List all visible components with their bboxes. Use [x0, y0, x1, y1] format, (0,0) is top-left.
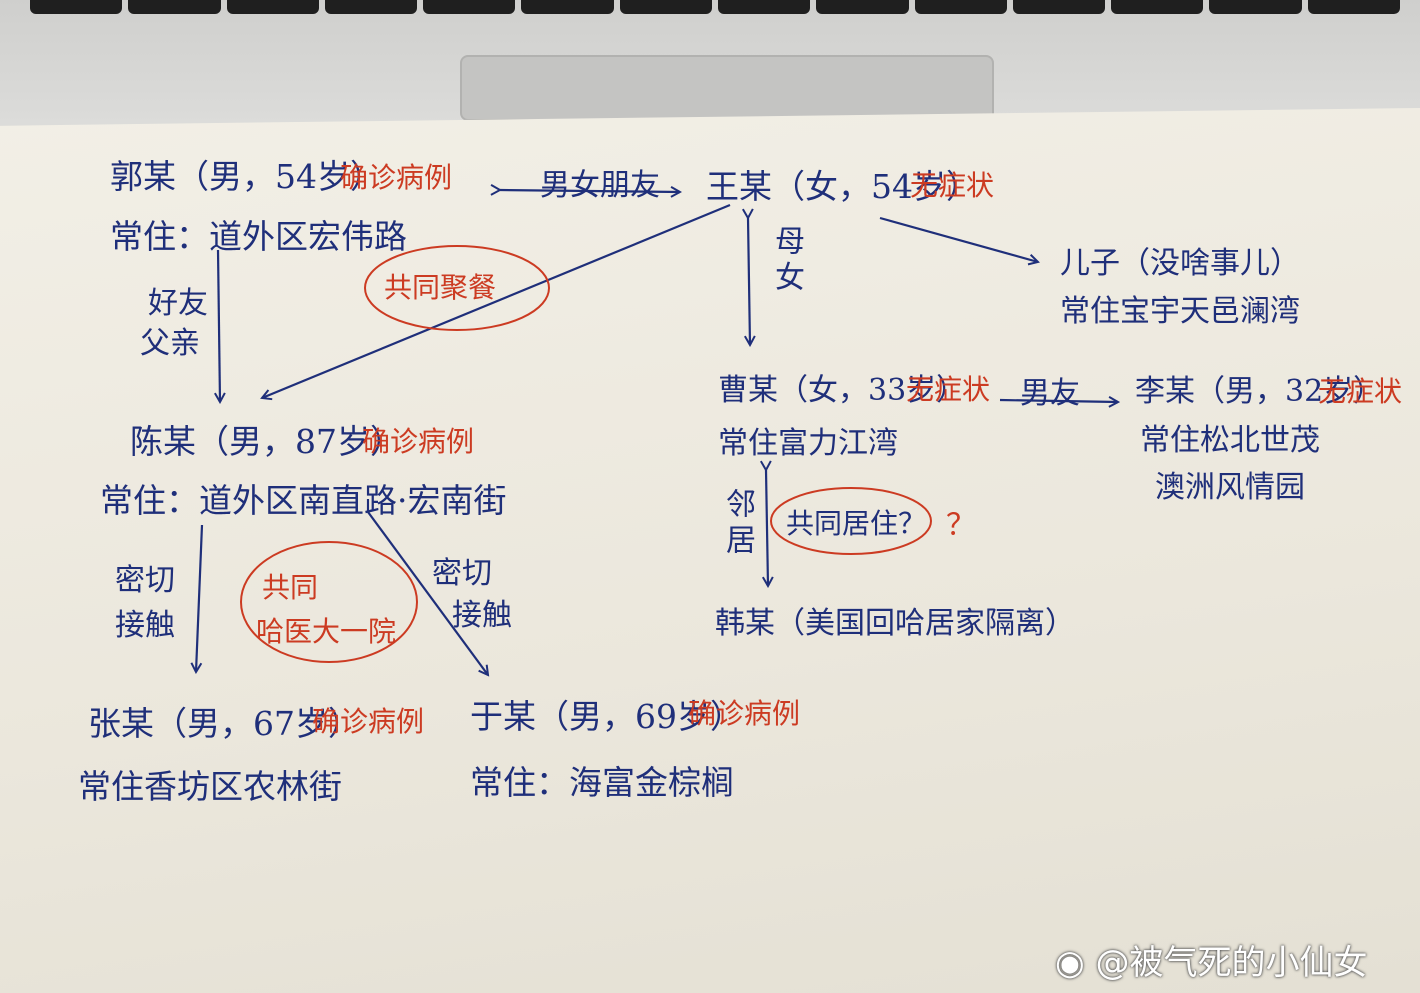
- yu-status: 确诊病例: [688, 697, 801, 730]
- notebook-page: [0, 108, 1420, 993]
- arrow-chen-yu: [367, 511, 488, 675]
- zhang-residence: 常住香坊区农林街: [78, 767, 342, 806]
- arrow-chen-zhang: [196, 524, 204, 672]
- arrow-wang-son: [879, 216, 1038, 262]
- note-hospital-2: 哈医大一院: [256, 615, 397, 648]
- note-hospital-1: 共同: [262, 571, 319, 604]
- relation-chen-zhang-1: 密切: [115, 563, 175, 598]
- wang-status: 无症状: [910, 169, 995, 202]
- keyboard-keys: [30, 0, 1400, 14]
- zhang-status: 确诊病例: [312, 705, 425, 738]
- yu-residence: 常住：海富金棕榈: [470, 763, 734, 802]
- guo-status: 确诊病例: [340, 161, 453, 194]
- cao-residence: 常住富力江湾: [718, 426, 898, 461]
- li-name: 李某（男，32岁）: [1135, 374, 1384, 409]
- li-residence-2: 澳洲风情园: [1155, 470, 1305, 505]
- yu-name: 于某（男，69岁）: [470, 697, 743, 736]
- arrow-guo-wang: [500, 190, 680, 192]
- son-residence: 常住宝宇天邑澜湾: [1060, 294, 1300, 329]
- chen-residence: 常住：道外区南直路·宏南街: [100, 481, 507, 520]
- weibo-watermark: ◉ @被气死的小仙女: [1055, 935, 1367, 984]
- relation-chen-yu-1: 密切: [432, 556, 492, 591]
- cao-status: 无症状: [906, 373, 991, 406]
- zhang-name: 张某（男，67岁）: [88, 704, 361, 743]
- arrow-wang-cao: [748, 218, 750, 345]
- guo-residence: 常住：道外区宏伟路: [110, 217, 407, 256]
- son-name: 儿子（没啥事儿）: [1060, 246, 1300, 281]
- han-name: 韩某（美国回哈居家隔离）: [715, 606, 1075, 641]
- li-status: 无症状: [1318, 375, 1403, 408]
- arrow-cao-li: [999, 400, 1118, 402]
- laptop-background: [0, 0, 1420, 125]
- arrow-guo-chen: [218, 249, 220, 402]
- relation-cao-li: 男友: [1020, 376, 1080, 411]
- relation-wang-cao: 母女: [769, 225, 804, 297]
- weibo-logo-icon: ◉: [1055, 943, 1085, 983]
- relation-guo-chen-1: 好友: [148, 286, 208, 321]
- relation-cao-han: 邻居: [720, 488, 755, 560]
- arrow-wang-chen: [262, 203, 731, 398]
- relation-guo-wang: 男女朋友: [540, 168, 660, 203]
- watermark-text: @被气死的小仙女: [1095, 943, 1368, 983]
- relation-guo-chen-2: 父亲: [140, 326, 200, 361]
- relation-chen-zhang-2: 接触: [115, 608, 175, 643]
- note-dinner: 共同聚餐: [384, 271, 497, 304]
- li-residence-1: 常住松北世茂: [1140, 423, 1320, 458]
- chen-name: 陈某（男，87岁）: [130, 422, 403, 461]
- circle-dinner: [364, 245, 550, 331]
- wang-name: 王某（女，54岁）: [706, 167, 979, 206]
- circle-cohabit: [770, 487, 932, 555]
- note-cohabit: 共同居住？: [786, 507, 927, 540]
- chen-status: 确诊病例: [362, 425, 475, 458]
- relation-chen-yu-2: 接触: [452, 598, 512, 633]
- note-cohabit-mark: ？: [946, 508, 976, 543]
- cao-name: 曹某（女，33岁）: [718, 373, 967, 408]
- guo-name: 郭某（男，54岁）: [110, 157, 383, 196]
- circle-hospital: [240, 541, 418, 663]
- arrow-cao-han: [766, 470, 768, 586]
